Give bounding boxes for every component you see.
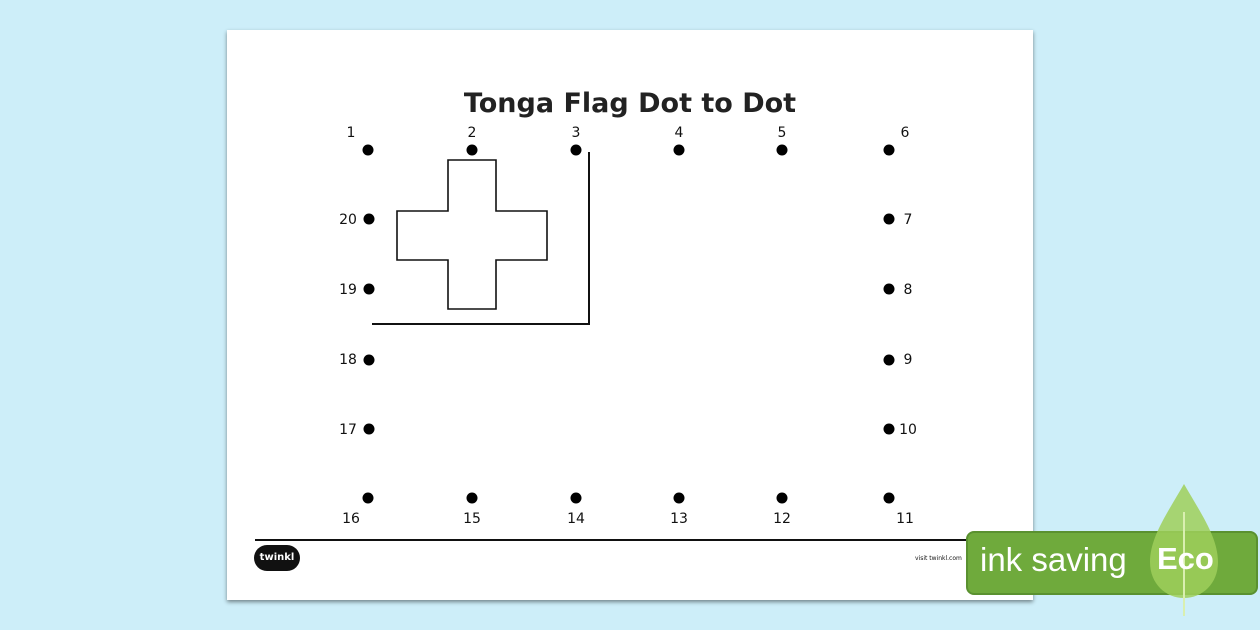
dot-18 bbox=[363, 354, 375, 366]
dot-2 bbox=[466, 144, 478, 156]
dot-4 bbox=[673, 144, 685, 156]
visit-link[interactable]: visit twinkl.com bbox=[915, 555, 962, 562]
dot-label-1: 1 bbox=[346, 125, 356, 141]
cross-shape bbox=[396, 159, 548, 310]
dot-label-8: 8 bbox=[903, 282, 913, 298]
dot-11 bbox=[883, 492, 895, 504]
canton-border bbox=[372, 152, 590, 325]
dot-label-10: 10 bbox=[899, 422, 917, 438]
dot-label-11: 11 bbox=[896, 511, 914, 527]
dot-label-15: 15 bbox=[463, 511, 481, 527]
dot-20 bbox=[363, 213, 375, 225]
dot-1 bbox=[362, 144, 374, 156]
dot-label-9: 9 bbox=[903, 352, 913, 368]
dot-10 bbox=[883, 423, 895, 435]
dot-19 bbox=[363, 283, 375, 295]
dot-3 bbox=[570, 144, 582, 156]
dot-7 bbox=[883, 213, 895, 225]
footer-divider bbox=[255, 539, 970, 541]
dot-8 bbox=[883, 283, 895, 295]
dot-13 bbox=[673, 492, 685, 504]
dot-label-4: 4 bbox=[674, 125, 684, 141]
dot-16 bbox=[362, 492, 374, 504]
dot-5 bbox=[776, 144, 788, 156]
dot-6 bbox=[883, 144, 895, 156]
dot-12 bbox=[776, 492, 788, 504]
dot-label-13: 13 bbox=[670, 511, 688, 527]
dot-label-18: 18 bbox=[339, 352, 357, 368]
dot-label-3: 3 bbox=[571, 125, 581, 141]
dot-14 bbox=[570, 492, 582, 504]
leaf-icon bbox=[1150, 484, 1218, 616]
badge-text: ink saving bbox=[980, 541, 1127, 578]
dot-label-17: 17 bbox=[339, 422, 357, 438]
dot-label-16: 16 bbox=[342, 511, 360, 527]
dot-15 bbox=[466, 492, 478, 504]
dot-label-14: 14 bbox=[567, 511, 585, 527]
eco-label: Eco bbox=[1157, 541, 1214, 576]
page-title: Tonga Flag Dot to Dot bbox=[463, 88, 797, 119]
twinkl-logo: twinkl bbox=[254, 545, 300, 571]
dot-label-20: 20 bbox=[339, 212, 357, 228]
dot-label-12: 12 bbox=[773, 511, 791, 527]
dot-label-7: 7 bbox=[903, 212, 913, 228]
dot-label-5: 5 bbox=[777, 125, 787, 141]
dot-label-6: 6 bbox=[900, 125, 910, 141]
dot-label-19: 19 bbox=[339, 282, 357, 298]
dot-17 bbox=[363, 423, 375, 435]
dot-label-2: 2 bbox=[467, 125, 477, 141]
worksheet: Tonga Flag Dot to Dot bbox=[227, 30, 1033, 600]
dot-9 bbox=[883, 354, 895, 366]
